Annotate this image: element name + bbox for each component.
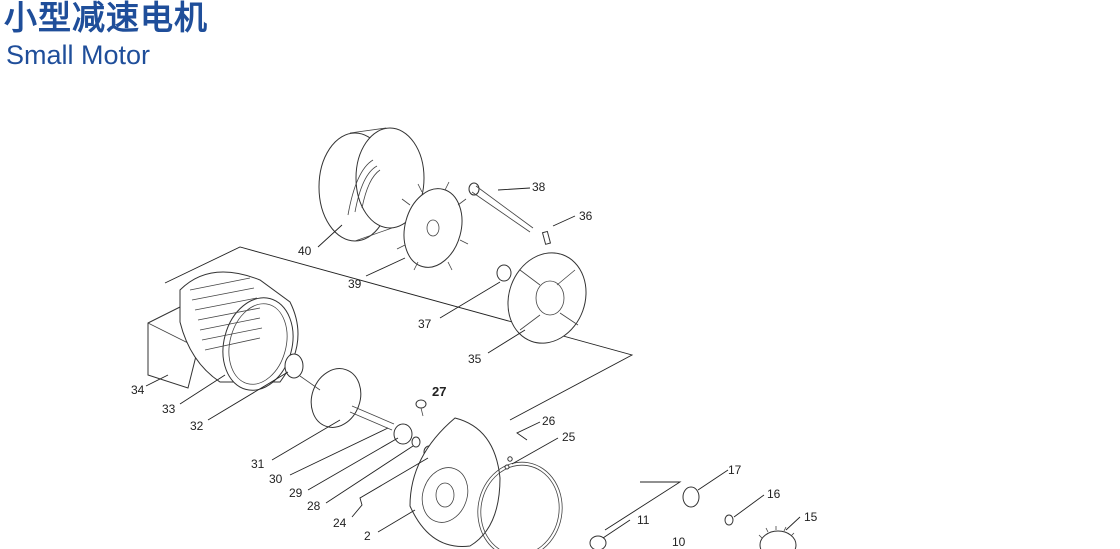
part-label: 37 (418, 317, 432, 331)
part-bearing-17 (682, 486, 700, 508)
part-long-shaft (468, 182, 534, 233)
part-rotor (299, 368, 395, 431)
part-label: 10 (672, 535, 686, 549)
part-small-key (541, 230, 552, 245)
part-bearing-32 (284, 353, 304, 379)
part-label: 34 (131, 383, 145, 397)
part-label: 40 (298, 244, 312, 258)
assembly-bracket-outline-lower (604, 481, 682, 531)
part-label: 33 (162, 402, 176, 416)
part-label: 27 (432, 384, 446, 399)
part-label: 36 (579, 209, 593, 223)
part-screw-27 (415, 399, 427, 417)
part-o-ring (477, 461, 563, 549)
part-label: 26 (542, 414, 556, 428)
part-stator-housing (179, 271, 299, 391)
part-label: 16 (767, 487, 781, 501)
part-pin-25 (504, 464, 510, 470)
part-end-shield (507, 252, 587, 344)
part-pin-26 (507, 456, 513, 462)
part-bearing-37 (496, 264, 512, 282)
part-label: 15 (804, 510, 818, 524)
part-gear-15 (758, 526, 797, 549)
part-washer-16 (724, 514, 734, 526)
part-label: 2 (364, 529, 371, 543)
part-bearing-29 (393, 423, 413, 445)
part-11 (589, 535, 607, 549)
part-label: 17 (728, 463, 742, 477)
part-label: 30 (269, 472, 283, 486)
part-label: 32 (190, 419, 204, 433)
part-label: 29 (289, 486, 303, 500)
part-label: 39 (348, 277, 362, 291)
leader-lines (145, 187, 801, 539)
part-o-ring-inner (480, 464, 560, 549)
assembly-bracket-outline (164, 246, 634, 421)
part-washer-28 (411, 436, 421, 448)
part-label: 11 (637, 513, 650, 527)
part-label: 24 (333, 516, 347, 530)
part-labels: 40 39 38 36 37 35 34 33 32 31 30 29 28 2… (131, 180, 818, 549)
part-label: 25 (562, 430, 576, 444)
part-label: 28 (307, 499, 321, 513)
part-label: 35 (468, 352, 482, 366)
page-title-chinese: 小型减速电机 (4, 0, 208, 37)
part-fan (396, 181, 469, 271)
part-label: 38 (532, 180, 546, 194)
page-title-english: Small Motor (6, 40, 151, 70)
part-label: 31 (251, 457, 265, 471)
